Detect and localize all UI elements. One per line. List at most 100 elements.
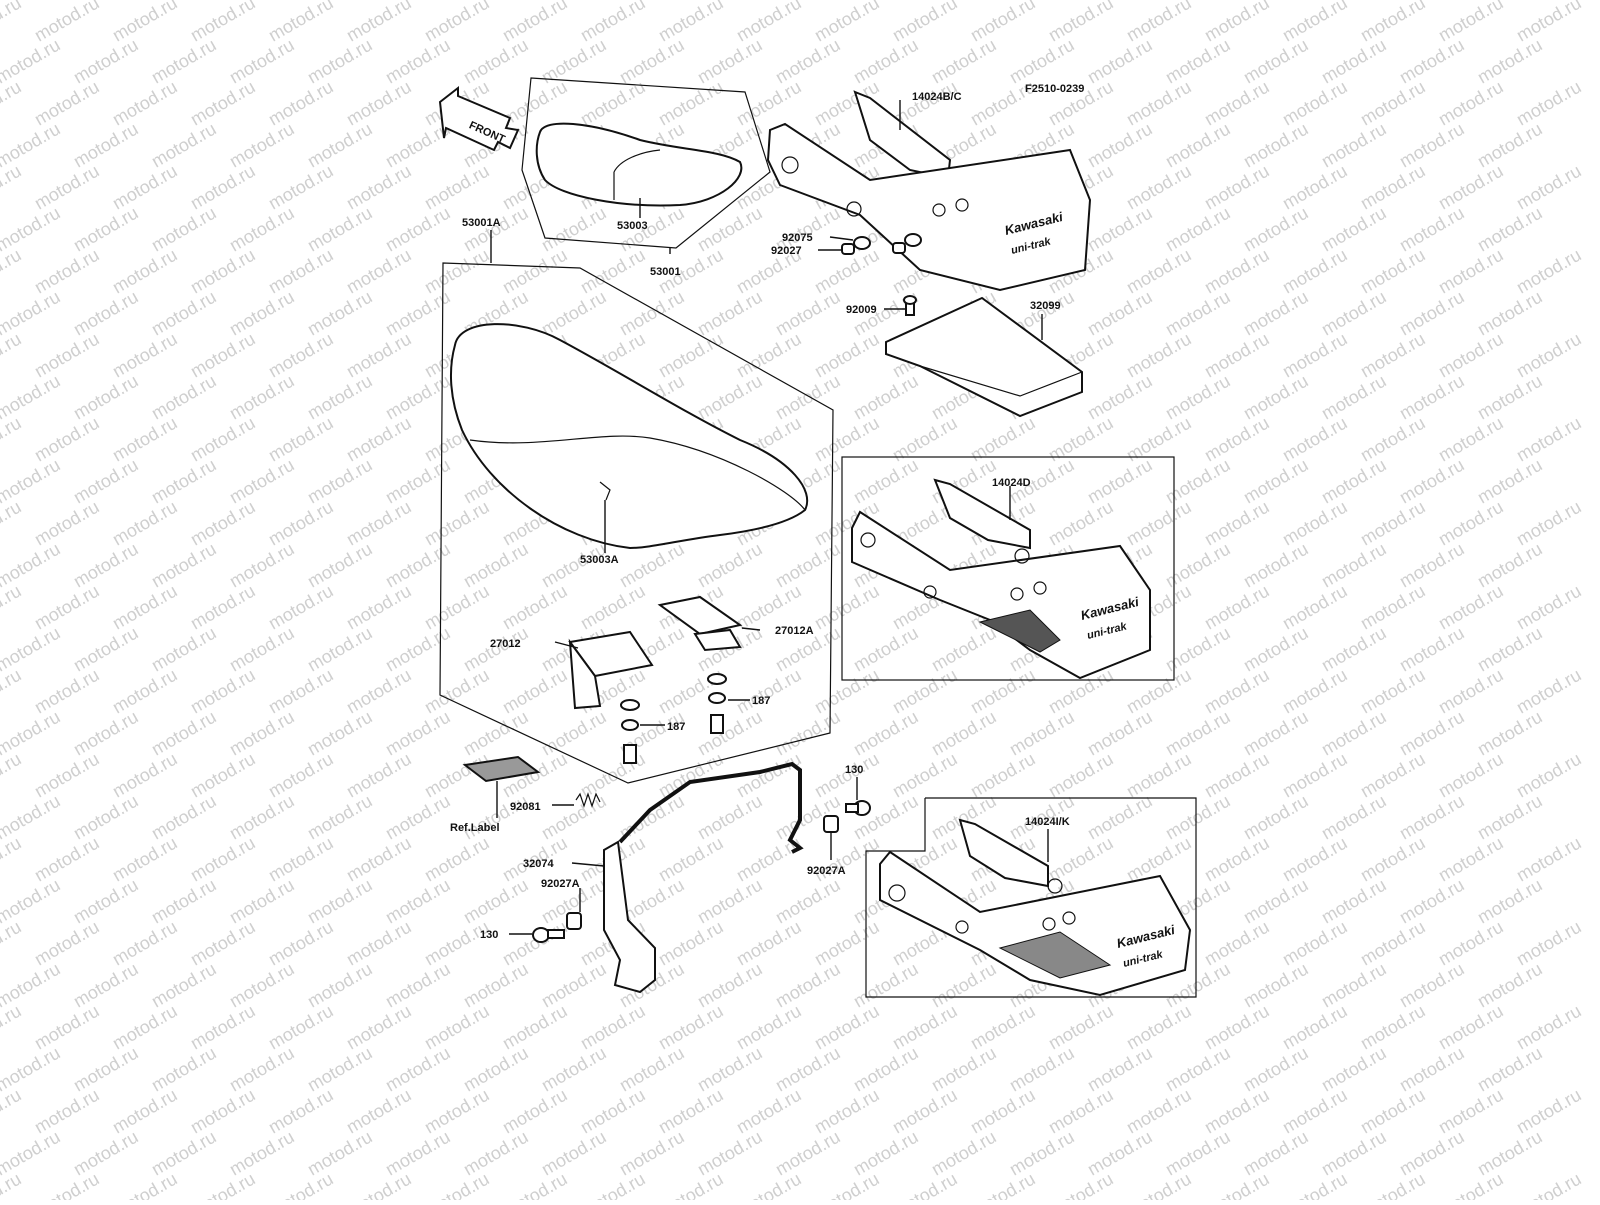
watermark-text: motod.ru (1396, 119, 1468, 172)
watermark-text: motod.ru (1435, 497, 1507, 550)
watermark-text: motod.ru (31, 581, 103, 634)
watermark-text: motod.ru (304, 539, 376, 592)
watermark-text: motod.ru (304, 1043, 376, 1096)
watermark-text: motod.ru (1279, 1001, 1351, 1054)
watermark-text: motod.ru (31, 329, 103, 382)
watermark-text: motod.ru (616, 1043, 688, 1096)
watermark-text: motod.ru (1162, 35, 1234, 88)
watermark-text: motod.ru (343, 1169, 415, 1200)
ref-label-sticker (462, 755, 541, 818)
watermark-text: motod.ru (889, 0, 961, 45)
watermark-text: motod.ru (1396, 959, 1468, 1012)
watermark-text: motod.ru (31, 833, 103, 886)
watermark-text: motod.ru (850, 455, 922, 508)
watermark-text: motod.ru (109, 413, 181, 466)
watermark-text: motod.ru (304, 287, 376, 340)
watermark-text: motod.ru (1123, 749, 1195, 802)
label-27012A: 27012A (775, 625, 814, 637)
watermark-text: motod.ru (382, 1127, 454, 1180)
watermark-text: motod.ru (694, 539, 766, 592)
watermark-text: motod.ru (1084, 119, 1156, 172)
watermark-text: motod.ru (421, 161, 493, 214)
watermark-text: motod.ru (928, 707, 1000, 760)
watermark-text: motod.ru (265, 329, 337, 382)
watermark-text: motod.ru (109, 161, 181, 214)
watermark-text: motod.ru (1123, 497, 1195, 550)
tool-tray-32099 (885, 296, 1083, 418)
watermark-text: motod.ru (70, 539, 142, 592)
watermark-text: motod.ru (343, 917, 415, 970)
watermark-text: motod.ru (304, 707, 376, 760)
watermark-text: motod.ru (265, 0, 337, 45)
watermark-text: motod.ru (1396, 539, 1468, 592)
watermark-text: motod.ru (70, 455, 142, 508)
watermark-text: motod.ru (772, 539, 844, 592)
watermark-text: motod.ru (538, 1043, 610, 1096)
watermark-text: motod.ru (655, 917, 727, 970)
watermark-text: motod.ru (1123, 77, 1195, 130)
watermark-text: motod.ru (1240, 875, 1312, 928)
watermark-text: motod.ru (772, 35, 844, 88)
watermark-text: motod.ru (1279, 245, 1351, 298)
watermark-text: motod.ru (1435, 581, 1507, 634)
label-53003: 53003 (617, 220, 648, 232)
watermark-text: motod.ru (1201, 581, 1273, 634)
label-14024BC: 14024B/C (912, 91, 962, 103)
watermark-text: motod.ru (694, 35, 766, 88)
watermark-text: motod.ru (694, 203, 766, 256)
watermark-text: motod.ru (148, 455, 220, 508)
watermark-text: motod.ru (265, 161, 337, 214)
watermark-text: motod.ru (1162, 1043, 1234, 1096)
watermark-text: motod.ru (460, 1043, 532, 1096)
watermark-text: motod.ru (967, 0, 1039, 45)
watermark-text: motod.ru (1279, 161, 1351, 214)
label-187-right: 187 (752, 695, 770, 707)
watermark-text: motod.ru (343, 497, 415, 550)
watermark-text: motod.ru (1123, 329, 1195, 382)
watermark-text: motod.ru (0, 161, 25, 214)
watermark-text: motod.ru (1357, 77, 1429, 130)
watermark-text: motod.ru (70, 203, 142, 256)
watermark-text: motod.ru (1045, 1085, 1117, 1138)
watermark-text: motod.ru (382, 623, 454, 676)
watermark-text: motod.ru (1396, 791, 1468, 844)
watermark-text: motod.ru (460, 35, 532, 88)
watermark-text: motod.ru (343, 0, 415, 45)
watermark-text: motod.ru (421, 0, 493, 45)
label-92027A-left: 92027A (541, 878, 580, 890)
watermark-text: motod.ru (1084, 1043, 1156, 1096)
watermark-text: motod.ru (1162, 119, 1234, 172)
watermark-text: motod.ru (850, 1043, 922, 1096)
watermark-text: motod.ru (0, 1085, 25, 1138)
watermark-text: motod.ru (850, 791, 922, 844)
watermark-text: motod.ru (187, 665, 259, 718)
watermark-text: motod.ru (1318, 1043, 1390, 1096)
watermark-text: motod.ru (772, 1127, 844, 1180)
watermark-text: motod.ru (889, 749, 961, 802)
watermark-text: motod.ru (733, 665, 805, 718)
watermark-text: motod.ru (421, 581, 493, 634)
label-ref-label: Ref.Label (450, 822, 500, 834)
watermark-text: motod.ru (1513, 329, 1585, 382)
watermark-text: motod.ru (70, 875, 142, 928)
watermark-text: motod.ru (1045, 0, 1117, 45)
watermark-text: motod.ru (109, 665, 181, 718)
watermark-text: motod.ru (889, 665, 961, 718)
watermark-text: motod.ru (577, 581, 649, 634)
watermark-text: motod.ru (772, 959, 844, 1012)
watermark-text: motod.ru (1435, 0, 1507, 45)
watermark-text: motod.ru (148, 287, 220, 340)
watermark-text: motod.ru (31, 1001, 103, 1054)
watermark-text: motod.ru (382, 203, 454, 256)
watermark-text: motod.ru (1201, 1085, 1273, 1138)
watermark-text: motod.ru (1279, 581, 1351, 634)
watermark-text: motod.ru (577, 245, 649, 298)
watermark-text: motod.ru (304, 791, 376, 844)
watermark-text: motod.ru (1318, 791, 1390, 844)
watermark-text: motod.ru (421, 917, 493, 970)
watermark-text: motod.ru (1162, 455, 1234, 508)
watermark-text: motod.ru (538, 959, 610, 1012)
watermark-text: motod.ru (1123, 161, 1195, 214)
collar-92027 (818, 243, 855, 255)
